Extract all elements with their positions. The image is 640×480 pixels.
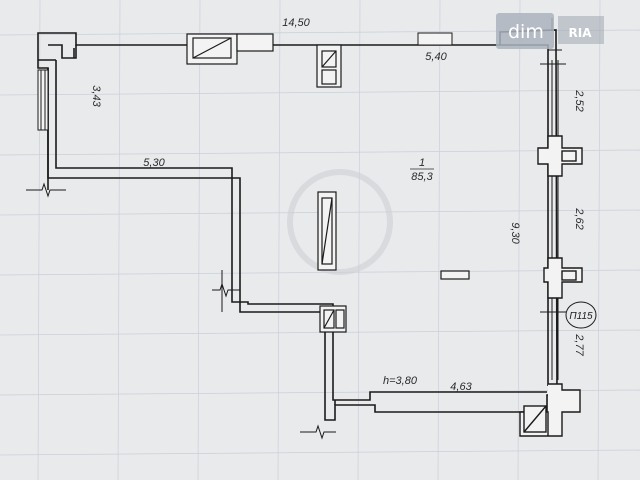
room-area: 85,3 bbox=[411, 171, 433, 183]
floor-slot bbox=[440, 270, 470, 280]
dim-right-segment-2: 2,62 bbox=[573, 207, 585, 229]
dim-right-segment-3: 2,77 bbox=[573, 333, 585, 356]
room-code-circle bbox=[565, 301, 597, 329]
dim-left-height: 3,43 bbox=[90, 85, 102, 107]
center-column bbox=[317, 191, 337, 271]
watermark-text: dim bbox=[508, 21, 544, 43]
break-marks bbox=[26, 18, 566, 440]
ria-logo: RIA bbox=[558, 16, 604, 44]
dim-right-segment-1: 2,52 bbox=[573, 89, 585, 111]
dim-top-window: 5,40 bbox=[425, 51, 447, 63]
top-window bbox=[417, 32, 453, 46]
right-pillars bbox=[519, 135, 583, 437]
stamp-mark bbox=[287, 169, 393, 275]
ria-logo-text: RIA bbox=[569, 26, 593, 40]
room-code-label: П115 bbox=[569, 311, 593, 322]
dim-bottom-width: 4,63 bbox=[450, 381, 472, 393]
left-window bbox=[37, 69, 49, 131]
room-number: 1 bbox=[419, 157, 425, 169]
inner-pillar bbox=[319, 305, 347, 333]
walls bbox=[37, 29, 558, 421]
dim-middle-width: 5,30 bbox=[143, 157, 165, 169]
watermark[interactable]: dim RIA bbox=[496, 13, 604, 49]
right-glazing bbox=[551, 60, 559, 380]
dim-top-width: 14,50 bbox=[282, 17, 310, 29]
ceiling-height: h=3,80 bbox=[383, 375, 418, 387]
top-vent bbox=[186, 33, 274, 65]
vent-shaft bbox=[316, 44, 342, 88]
dim-right-total: 9,30 bbox=[509, 222, 521, 244]
